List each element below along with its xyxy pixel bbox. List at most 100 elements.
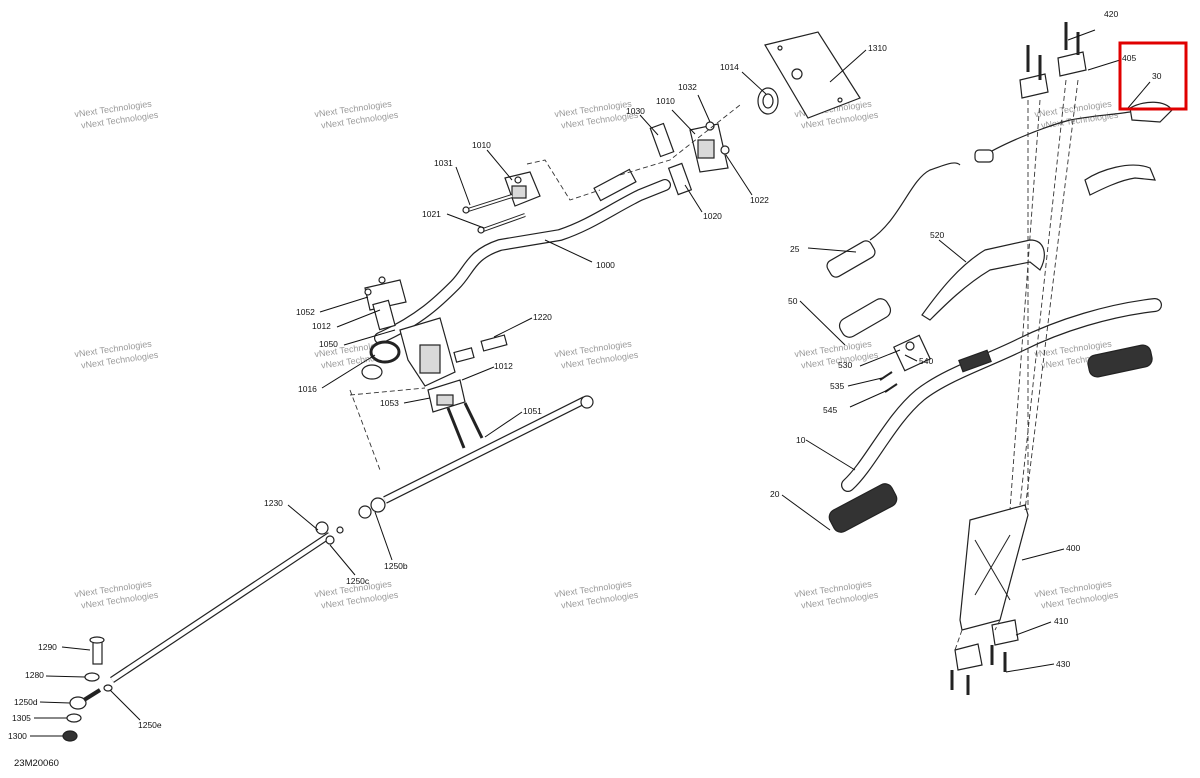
yoke-1050: [399, 317, 456, 387]
callout-10: 10: [796, 435, 806, 445]
callout-530: 530: [838, 360, 852, 370]
callout-1250c: 1250c: [346, 576, 370, 586]
callout-25: 25: [790, 244, 800, 254]
callout-1016: 1016: [298, 384, 317, 394]
clamp-1052: [364, 276, 407, 311]
bushing-1012b: [453, 347, 475, 363]
bolt-1290: [89, 636, 105, 665]
highlight-box: [1118, 41, 1188, 111]
assembly-line-right-3: [1019, 79, 1067, 506]
cable-25: [826, 162, 961, 278]
callout-1305: 1305: [12, 713, 31, 723]
callout-535: 535: [830, 381, 844, 391]
rod-end-1250d: [69, 688, 102, 710]
assembly-line-left-2: [619, 104, 741, 176]
callout-labels: 420 405 30 1310 1014 1032 1030 1010 1010…: [8, 9, 1162, 741]
hand-guard-520: [921, 239, 1045, 321]
nut-1300: [62, 730, 78, 742]
screws-535-545: [879, 371, 898, 393]
clamp-405: [1019, 51, 1087, 99]
assembly-line-right-4: [1024, 79, 1079, 511]
cable-right: [974, 111, 1131, 163]
callout-1050: 1050: [319, 339, 338, 349]
callout-1290: 1290: [38, 642, 57, 652]
callout-1014: 1014: [720, 62, 739, 72]
bolts-430: [950, 645, 1007, 695]
callout-410: 410: [1054, 616, 1068, 626]
callout-1022: 1022: [750, 195, 769, 205]
assembly-line-left-1: [526, 159, 601, 201]
bolt-1031: [462, 194, 513, 214]
callout-1300: 1300: [8, 731, 27, 741]
handlebar-tube-1000: [374, 179, 671, 344]
seal-1016: [361, 340, 401, 380]
clamp-1010-left: [504, 171, 541, 207]
callout-1021: 1021: [422, 209, 441, 219]
callout-420: 420: [1104, 9, 1118, 19]
jam-nut-1250e: [103, 684, 113, 692]
housing-530: [893, 334, 931, 372]
assembly-line-left-3: [349, 389, 381, 471]
washer-1305: [66, 713, 82, 723]
callout-1250d: 1250d: [14, 697, 38, 707]
rod-end-1250c: [315, 521, 344, 545]
lever-30: [1129, 101, 1173, 123]
callout-1051: 1051: [523, 406, 542, 416]
callout-1230: 1230: [264, 498, 283, 508]
grip-20: [828, 483, 898, 533]
lever-body: [1084, 164, 1156, 196]
assembly-line-right-5: [954, 629, 963, 651]
nut-1022: [720, 145, 730, 155]
callout-1020: 1020: [703, 211, 722, 221]
callout-1032: 1032: [678, 82, 697, 92]
handlebar-10: [841, 298, 1162, 492]
bolt-1021: [477, 213, 526, 234]
bolts-1053: [446, 402, 484, 449]
callout-405: 405: [1122, 53, 1136, 63]
callout-1031: 1031: [434, 158, 453, 168]
callout-50: 50: [788, 296, 798, 306]
washer-1280: [84, 672, 100, 682]
callout-1010-left: 1010: [472, 140, 491, 150]
clamp-1053: [427, 379, 466, 413]
tube-end-sleeve: [593, 168, 637, 202]
callout-1310: 1310: [868, 43, 887, 53]
callout-520: 520: [930, 230, 944, 240]
sleeve-50: [838, 298, 892, 338]
callout-1280: 1280: [25, 670, 44, 680]
callout-1000: 1000: [596, 260, 615, 270]
callout-430: 430: [1056, 659, 1070, 669]
callout-1010-right: 1010: [656, 96, 675, 106]
tie-rod-1051: [383, 395, 594, 504]
bushing-1012a: [372, 299, 396, 331]
callout-1220: 1220: [533, 312, 552, 322]
callout-20: 20: [770, 489, 780, 499]
link-rod-1230: [110, 532, 332, 683]
callout-545: 545: [823, 405, 837, 415]
callout-1250e: 1250e: [138, 720, 162, 730]
riser-400: [959, 504, 1029, 631]
rod-end-1250b: [358, 497, 386, 519]
grip-right: [1087, 344, 1153, 378]
callout-1052: 1052: [296, 307, 315, 317]
assembly-line-right-2: [1009, 99, 1041, 511]
pin-1030: [649, 122, 675, 158]
figure-id: 23M20060: [14, 758, 59, 769]
callout-540: 540: [919, 356, 933, 366]
assembly-line-right-6: [994, 619, 1001, 631]
callout-1012-lower: 1012: [494, 361, 513, 371]
callout-1012-upper: 1012: [312, 321, 331, 331]
leader-lines: [30, 29, 1151, 737]
collar-1014: [757, 87, 779, 115]
